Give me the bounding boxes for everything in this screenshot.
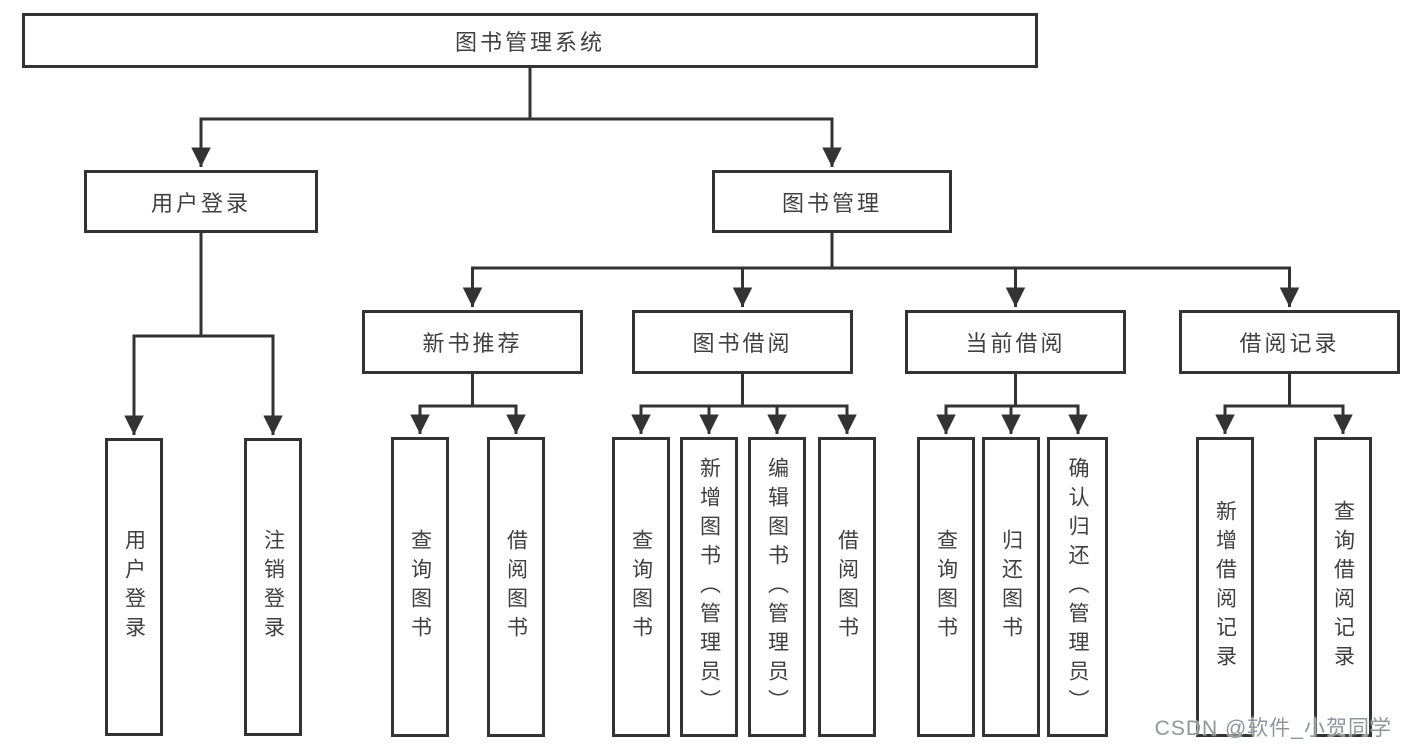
leaf-query-book-current: 查询图书 [917,437,975,737]
leaf-add-book-admin: 新增图书（管理员） [680,437,738,737]
leaf-borrow-book-recommend-label: 借阅图书 [504,529,528,645]
leaf-user-login-label: 用户登录 [122,529,146,645]
node-new-book-recommend: 新书推荐 [362,310,583,374]
leaf-return-book: 归还图书 [982,437,1040,737]
node-current-borrow-label: 当前借阅 [965,331,1066,356]
leaf-edit-book-admin: 编辑图书（管理员） [748,437,806,737]
watermark: CSDN @软件_小贺同学 [1154,717,1392,740]
leaf-query-borrow-record: 查询借阅记录 [1314,437,1372,737]
leaf-add-book-admin-label: 新增图书（管理员） [697,456,721,718]
node-user-login-label: 用户登录 [150,190,251,216]
leaf-add-borrow-record-label: 新增借阅记录 [1213,500,1237,674]
node-borrow-records-label: 借阅记录 [1239,331,1340,356]
leaf-logout-label: 注销登录 [261,529,285,645]
leaf-user-login: 用户登录 [105,438,163,736]
leaf-confirm-return-admin: 确认归还（管理员） [1047,437,1108,737]
node-root-label: 图书管理系统 [454,29,605,55]
node-book-borrow-label: 图书借阅 [692,331,793,356]
node-current-borrow: 当前借阅 [905,310,1126,374]
leaf-query-book-borrow: 查询图书 [612,437,670,737]
node-book-management-label: 图书管理 [781,190,882,216]
leaf-edit-book-admin-label: 编辑图书（管理员） [765,456,789,718]
node-book-borrow: 图书借阅 [632,310,853,374]
node-user-login: 用户登录 [84,170,318,233]
leaf-query-book-recommend: 查询图书 [391,437,449,737]
leaf-borrow-book: 借阅图书 [818,437,876,737]
leaf-query-book-recommend-label: 查询图书 [408,529,432,645]
leaf-confirm-return-admin-label: 确认归还（管理员） [1066,456,1089,718]
node-new-book-recommend-label: 新书推荐 [422,331,523,356]
node-book-management: 图书管理 [712,170,952,233]
node-root: 图书管理系统 [22,13,1038,68]
leaf-return-book-label: 归还图书 [999,529,1023,645]
leaf-query-book-borrow-label: 查询图书 [629,529,653,645]
node-borrow-records: 借阅记录 [1179,310,1400,374]
leaf-query-borrow-record-label: 查询借阅记录 [1331,500,1355,674]
leaf-borrow-book-label: 借阅图书 [835,529,859,645]
leaf-logout: 注销登录 [244,438,302,736]
leaf-borrow-book-recommend: 借阅图书 [487,437,545,737]
leaf-add-borrow-record: 新增借阅记录 [1196,437,1254,737]
leaf-query-book-current-label: 查询图书 [934,529,958,645]
